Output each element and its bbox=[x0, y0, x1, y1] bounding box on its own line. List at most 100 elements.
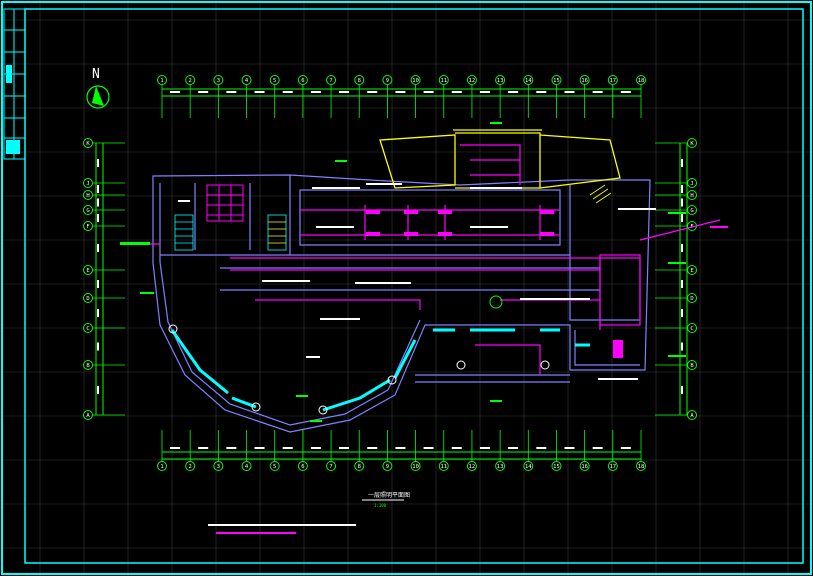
axis-bubble-top: 5 bbox=[269, 75, 280, 85]
axis-bubble-left-label: H bbox=[86, 193, 89, 199]
axis-bubble-bottom: 3 bbox=[213, 461, 224, 471]
axis-bubble-left-label: K bbox=[86, 141, 90, 147]
axis-bubble-right: D bbox=[687, 293, 697, 303]
axis-bubble-top: 11 bbox=[438, 75, 449, 85]
axis-bubble-right: E bbox=[687, 265, 697, 275]
axis-bubble-left-label: B bbox=[86, 363, 90, 369]
axis-bubble-bottom-label: 9 bbox=[386, 464, 389, 470]
axis-bubble-bottom-label: 1 bbox=[160, 464, 163, 470]
axis-bubble-right: C bbox=[687, 323, 697, 333]
axis-bubble-bottom-label: 11 bbox=[440, 464, 447, 470]
axis-bubble-bottom-label: 6 bbox=[301, 464, 304, 470]
axis-bubble-top: 1 bbox=[157, 75, 167, 85]
axis-bubble-top: 17 bbox=[607, 75, 618, 85]
light-fixtures bbox=[366, 210, 623, 358]
axis-bubble-right-label: A bbox=[690, 413, 694, 419]
axis-bubble-right: J bbox=[687, 178, 697, 188]
dimension-lines bbox=[95, 88, 688, 460]
entrance-canopy bbox=[379, 129, 621, 189]
axis-bubble-bottom-label: 15 bbox=[553, 464, 560, 470]
axis-bubble-bottom-label: 2 bbox=[189, 464, 192, 470]
axis-bubble-bottom-label: 14 bbox=[525, 464, 532, 470]
axis-bubble-bottom: 2 bbox=[185, 461, 196, 471]
axis-bubble-top-label: 1 bbox=[160, 78, 163, 84]
axis-bubble-right: K bbox=[687, 138, 697, 148]
axis-bubble-bottom: 15 bbox=[551, 461, 562, 471]
axis-bubble-bottom-label: 5 bbox=[273, 464, 276, 470]
axis-bubble-bottom: 6 bbox=[297, 461, 308, 471]
axis-bubble-top-label: 13 bbox=[497, 78, 504, 84]
axis-bubble-top: 3 bbox=[213, 75, 224, 85]
axis-bubble-bottom: 10 bbox=[410, 461, 421, 471]
drawing-scale: 1:100 bbox=[374, 503, 387, 508]
title-block-strip bbox=[3, 8, 26, 160]
dimension-text-marks bbox=[97, 91, 683, 449]
axis-bubble-bottom-label: 7 bbox=[329, 464, 332, 470]
axis-bubble-top-label: 11 bbox=[440, 78, 447, 84]
building-walls bbox=[152, 174, 651, 433]
axis-bubble-right-label: G bbox=[690, 208, 693, 214]
axis-bubble-left: G bbox=[83, 205, 93, 215]
curved-glazing bbox=[170, 328, 590, 412]
drawing-title-block: 一层照明平面图 1:100 bbox=[362, 492, 410, 508]
axis-bubble-top: 6 bbox=[297, 75, 308, 85]
axis-bubble-left: F bbox=[83, 221, 93, 231]
axis-bubble-bottom: 11 bbox=[438, 461, 449, 471]
axis-bubble-top: 9 bbox=[382, 75, 393, 85]
axis-bubble-right-label: K bbox=[690, 141, 694, 147]
axis-bubble-right: H bbox=[687, 190, 697, 200]
axis-bubble-top: 13 bbox=[495, 75, 506, 85]
axis-bubble-left: D bbox=[83, 293, 93, 303]
axis-bubble-top-label: 9 bbox=[386, 78, 389, 84]
notes-marks bbox=[208, 524, 356, 534]
axis-bubble-left: A bbox=[83, 410, 93, 420]
axis-bubble-top: 7 bbox=[326, 75, 337, 85]
axis-bubble-left-label: F bbox=[86, 224, 89, 230]
axis-bubble-bottom-label: 13 bbox=[497, 464, 504, 470]
axis-bubble-top: 12 bbox=[466, 75, 477, 85]
axis-bubble-top-label: 12 bbox=[469, 78, 476, 84]
drawing-title: 一层照明平面图 bbox=[368, 492, 410, 499]
axis-bubble-bottom-label: 10 bbox=[412, 464, 419, 470]
axis-bubble-left: H bbox=[83, 190, 93, 200]
axis-bubble-right-label: D bbox=[690, 296, 693, 302]
axis-bubble-left: K bbox=[83, 138, 93, 148]
axis-bubble-right: G bbox=[687, 205, 697, 215]
axis-bubble-right: B bbox=[687, 360, 697, 370]
annotation-marks bbox=[120, 122, 728, 422]
axis-bubble-left: J bbox=[83, 178, 93, 188]
axis-bubble-left-label: D bbox=[86, 296, 89, 302]
axis-bubble-bottom-label: 8 bbox=[358, 464, 361, 470]
axis-bubble-top-label: 7 bbox=[329, 78, 332, 84]
axis-bubble-bottom: 13 bbox=[495, 461, 506, 471]
axis-bubble-top: 15 bbox=[551, 75, 562, 85]
axis-bubble-top: 14 bbox=[523, 75, 534, 85]
axis-bubble-right-label: H bbox=[690, 193, 693, 199]
shaft-boxes bbox=[206, 184, 244, 222]
axis-bubble-top-label: 2 bbox=[189, 78, 192, 84]
axis-bubble-top-label: 10 bbox=[412, 78, 419, 84]
axis-bubble-top-label: 5 bbox=[273, 78, 276, 84]
axis-bubble-top-label: 6 bbox=[301, 78, 304, 84]
axis-bubble-top-label: 16 bbox=[581, 78, 588, 84]
axis-bubble-bottom: 7 bbox=[326, 461, 337, 471]
axis-bubble-top: 2 bbox=[185, 75, 196, 85]
left-axis-bubbles: K JHG F E D C B A bbox=[83, 138, 125, 420]
axis-bubble-left: C bbox=[83, 323, 93, 333]
axis-bubble-bottom: 5 bbox=[269, 461, 280, 471]
axis-bubble-left-label: E bbox=[86, 268, 89, 274]
axis-bubble-bottom: 1 bbox=[157, 461, 167, 471]
axis-bubble-bottom-label: 18 bbox=[638, 464, 645, 470]
axis-bubble-top: 18 bbox=[636, 75, 646, 85]
axis-bubble-right-label: J bbox=[690, 181, 693, 187]
north-label: N bbox=[92, 67, 100, 82]
stairs bbox=[174, 184, 612, 251]
room-label-marks bbox=[178, 183, 656, 380]
axis-bubble-left: E bbox=[83, 265, 93, 275]
axis-bubble-bottom-label: 3 bbox=[217, 464, 220, 470]
axis-bubble-bottom-label: 16 bbox=[581, 464, 588, 470]
